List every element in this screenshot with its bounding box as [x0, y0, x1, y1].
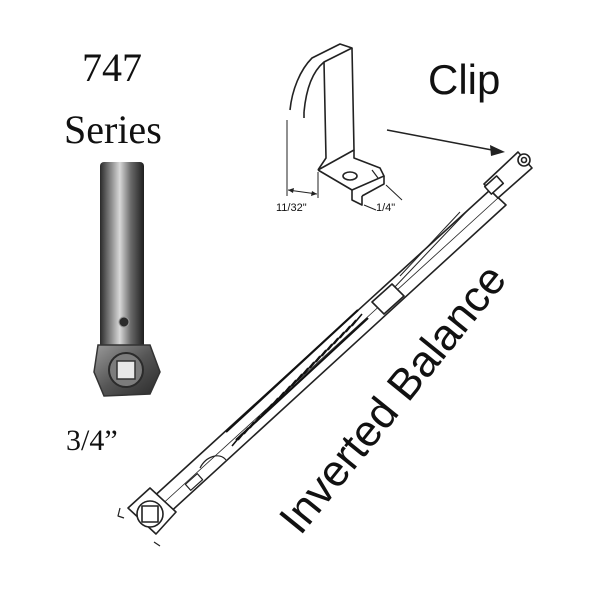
clip-label: Clip — [428, 56, 501, 103]
dimension-width-label: 11/32" — [276, 202, 307, 214]
series-word: Series — [64, 107, 162, 152]
inverted-balance-icon — [117, 151, 533, 547]
dimension-depth-label: 1/4" — [376, 202, 396, 214]
size-label: 3/4” — [66, 424, 118, 457]
series-number: 747 — [82, 45, 142, 90]
pointer-arrow-icon — [386, 129, 505, 156]
balance-tube-closeup-icon — [93, 162, 161, 397]
clip-part-icon — [286, 43, 403, 211]
